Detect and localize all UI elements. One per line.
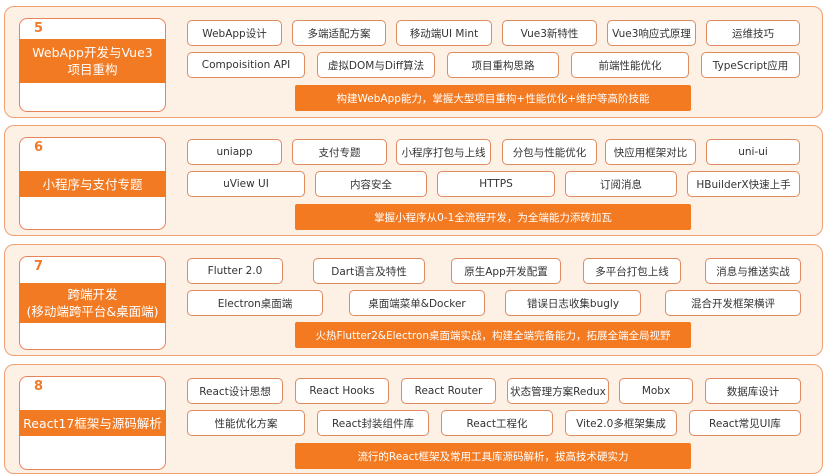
topic-tag: 消息与推送实战 (705, 258, 801, 284)
topic-tag: React设计思想 (187, 378, 283, 404)
topic-tag: 快应用框架对比 (605, 139, 696, 165)
topic-tag: WebApp设计 (187, 20, 282, 46)
topic-tag: uniapp (187, 139, 282, 165)
topic-tag: 项目重构思路 (447, 52, 559, 78)
section-card: 7 跨端开发 (移动端跨平台&桌面端) (19, 256, 166, 350)
topic-tag: Vue3新特性 (502, 20, 597, 46)
section-8: 8 React17框架与源码解析 React设计思想 React Hooks R… (4, 364, 823, 474)
topic-tag: HBuilderX快速上手 (687, 171, 800, 197)
section-title: 小程序与支付专题 (19, 171, 166, 197)
topic-tag: 运维技巧 (706, 20, 800, 46)
section-title: React17框架与源码解析 (19, 410, 166, 436)
topic-tag: React Router (401, 378, 496, 404)
topic-tag: 虚拟DOM与Diff算法 (317, 52, 435, 78)
topic-tag: Mobx (619, 378, 693, 404)
topic-tag: React封装组件库 (317, 410, 429, 436)
topic-tag: React Hooks (295, 378, 389, 404)
section-card: 8 React17框架与源码解析 (19, 376, 166, 470)
topic-tag: Dart语言及特性 (313, 258, 425, 284)
section-5: 5 WebApp开发与Vue3 项目重构 WebApp设计 多端适配方案 移动端… (4, 6, 823, 118)
topic-tag: React工程化 (441, 410, 553, 436)
section-summary: 火热Flutter2&Electron桌面端实战，构建全端完备能力，拓展全端全局… (295, 322, 691, 348)
topic-tag: 原生App开发配置 (451, 258, 561, 284)
topic-tag: 性能优化方案 (187, 410, 305, 436)
topic-tag: 多平台打包上线 (583, 258, 681, 284)
section-card: 6 小程序与支付专题 (19, 137, 166, 230)
topic-tag: Compoisition API (187, 52, 305, 78)
topic-tag: 数据库设计 (705, 378, 801, 404)
topic-tag: 多端适配方案 (292, 20, 386, 46)
topic-tag: 桌面端菜单&Docker (349, 290, 485, 316)
topic-tag: 状态管理方案Redux (507, 378, 609, 404)
section-card: 5 WebApp开发与Vue3 项目重构 (19, 18, 166, 112)
section-summary: 流行的React框架及常用工具库源码解析，拔高技术硬实力 (295, 443, 691, 469)
topic-tag: HTTPS (437, 171, 555, 197)
topic-tag: 移动端UI Mint (396, 20, 492, 46)
topic-tag: Vite2.0多框架集成 (565, 410, 677, 436)
topic-tag: TypeScript应用 (701, 52, 800, 78)
topic-tag: 内容安全 (315, 171, 427, 197)
topic-tag: 小程序打包与上线 (396, 139, 491, 165)
topic-tag: Electron桌面端 (187, 290, 323, 316)
section-6: 6 小程序与支付专题 uniapp 支付专题 小程序打包与上线 分包与性能优化 … (4, 125, 823, 236)
topic-tag: 分包与性能优化 (502, 139, 597, 165)
topic-tag: 支付专题 (292, 139, 387, 165)
section-number: 5 (34, 21, 44, 36)
section-summary: 掌握小程序从0-1全流程开发，为全端能力添砖加瓦 (295, 204, 691, 230)
section-title: 跨端开发 (移动端跨平台&桌面端) (19, 283, 166, 323)
topic-tag: 错误日志收集bugly (505, 290, 641, 316)
topic-tag: 混合开发框架横评 (665, 290, 801, 316)
section-summary: 构建WebApp能力，掌握大型项目重构+性能优化+维护等高阶技能 (295, 85, 691, 111)
topic-tag: uni-ui (706, 139, 800, 165)
topic-tag: 订阅消息 (565, 171, 677, 197)
section-title: WebApp开发与Vue3 项目重构 (19, 39, 166, 83)
section-number: 7 (34, 259, 44, 274)
section-number: 6 (34, 140, 44, 155)
section-number: 8 (34, 379, 44, 394)
topic-tag: 前端性能优化 (571, 52, 689, 78)
topic-tag: Vue3响应式原理 (607, 20, 696, 46)
topic-tag: uView UI (187, 171, 305, 197)
topic-tag: Flutter 2.0 (187, 258, 283, 284)
section-7: 7 跨端开发 (移动端跨平台&桌面端) Flutter 2.0 Dart语言及特… (4, 244, 823, 356)
topic-tag: React常见UI库 (689, 410, 801, 436)
